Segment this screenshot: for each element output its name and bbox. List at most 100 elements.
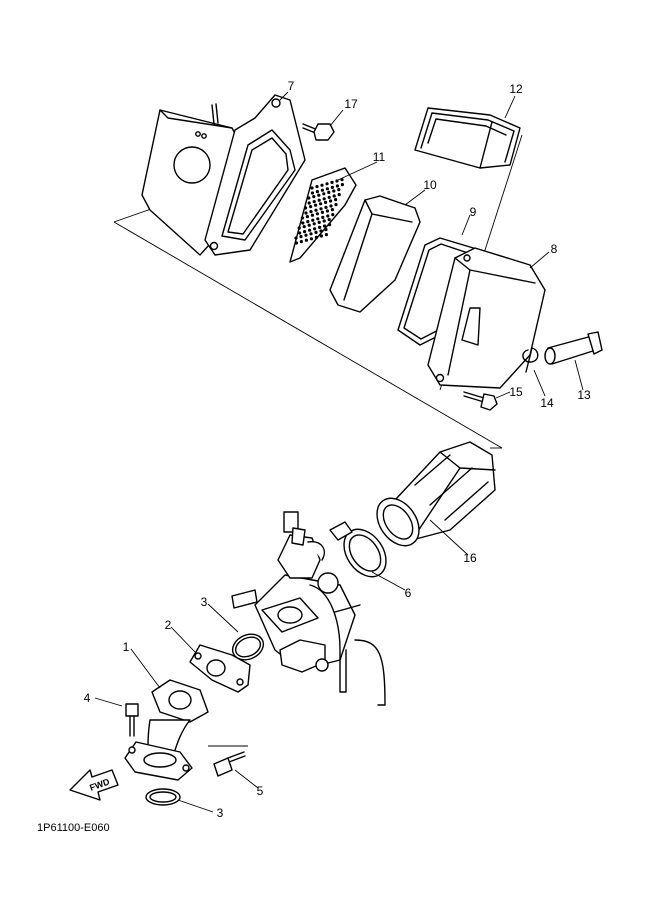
gasket-part-7 [204, 94, 306, 256]
mesh-dot [313, 227, 317, 231]
mesh-dot [324, 200, 328, 204]
mesh-dot [322, 219, 326, 223]
mesh-dot [309, 205, 313, 209]
mesh-dot [329, 199, 333, 203]
mesh-dot [318, 225, 322, 229]
mesh-dot [314, 230, 318, 234]
mesh-dot [312, 222, 316, 226]
mesh-dot [332, 189, 336, 193]
mesh-dot [304, 211, 308, 215]
mesh-dot [337, 193, 341, 197]
mesh-dot [298, 231, 302, 235]
mesh-dot [309, 210, 313, 214]
callout-15: 15 [509, 385, 523, 399]
sponge-part-12 [414, 107, 521, 169]
mesh-dot [324, 205, 328, 209]
callout-14: 14 [540, 396, 554, 410]
mesh-dot [328, 223, 332, 227]
mesh-dot [310, 213, 314, 217]
screen-mesh-part-11 [289, 167, 357, 263]
callout-12: 12 [509, 82, 523, 96]
mesh-dot [304, 233, 308, 237]
mesh-dot [309, 237, 313, 241]
mesh-dot [340, 183, 344, 187]
callout-17: 17 [344, 97, 358, 111]
o-ring-part-3-lower [145, 788, 181, 806]
mesh-dot [310, 186, 314, 190]
bolt-part-4 [125, 703, 139, 737]
mesh-dot [310, 191, 314, 195]
mesh-dot [312, 195, 316, 199]
mesh-dot [325, 182, 329, 186]
joint-part-16 [376, 441, 496, 547]
mesh-dot [307, 201, 311, 205]
o-ring-part-3-upper [231, 633, 265, 661]
mesh-dot [334, 198, 338, 202]
mesh-dot [314, 235, 318, 239]
cover-part-8 [427, 247, 546, 389]
mesh-dot [319, 202, 323, 206]
mesh-dot [297, 226, 301, 230]
mesh-dot [319, 207, 323, 211]
callout-8: 8 [551, 242, 558, 256]
mesh-dot [314, 203, 318, 207]
mesh-dot [329, 204, 333, 208]
callouts: 1 2 3 3 4 5 6 7 8 9 10 11 12 13 14 15 16… [84, 79, 591, 820]
mesh-dot [301, 221, 305, 225]
mesh-dot [319, 234, 323, 238]
mesh-dot [327, 190, 331, 194]
callout-13: 13 [577, 388, 591, 402]
mesh-dot [320, 188, 324, 192]
mesh-dot [332, 194, 336, 198]
clamp-part-6 [329, 521, 387, 578]
mesh-dot [335, 184, 339, 188]
mesh-dot [324, 228, 328, 232]
mesh-dot [315, 185, 319, 189]
mesh-dot [315, 212, 319, 216]
mesh-dot [304, 206, 308, 210]
diagram-code: 1P61100-E060 [37, 822, 110, 834]
callout-10: 10 [423, 178, 437, 192]
mesh-dot [315, 190, 319, 194]
mesh-dot [323, 224, 327, 228]
mesh-dot [305, 215, 309, 219]
mesh-dot [304, 238, 308, 242]
mesh-dot [324, 233, 328, 237]
mesh-dot [325, 209, 329, 213]
bolt-part-17 [302, 123, 335, 141]
insulator-part-2 [189, 644, 251, 693]
mesh-dot [330, 208, 334, 212]
mesh-dot [307, 196, 311, 200]
hose-part-13 [544, 331, 603, 365]
callout-3-lower: 3 [217, 806, 224, 820]
screw-part-15 [463, 391, 498, 411]
mesh-dot [335, 179, 339, 183]
mesh-dot [299, 240, 303, 244]
mesh-dot [294, 236, 298, 240]
mesh-dot [311, 218, 315, 222]
callout-9: 9 [470, 205, 477, 219]
clip-part-14 [522, 347, 539, 373]
mesh-dot [321, 215, 325, 219]
mesh-dot [330, 185, 334, 189]
mesh-dot [309, 232, 313, 236]
filter-element-part-10 [329, 195, 421, 313]
mesh-dot [326, 214, 330, 218]
mesh-dot [302, 225, 306, 229]
mesh-dot [337, 188, 341, 192]
callout-11: 11 [373, 150, 386, 164]
callout-6: 6 [405, 586, 412, 600]
carburetor-part [231, 511, 386, 706]
leader-lines [94, 91, 584, 813]
mesh-dot [316, 217, 320, 221]
callout-1: 1 [123, 640, 130, 654]
mesh-dot [319, 229, 323, 233]
callout-7: 7 [288, 79, 295, 93]
callout-16: 16 [463, 551, 477, 565]
mesh-dot [322, 197, 326, 201]
mesh-dot [320, 183, 324, 187]
fwd-arrow-icon: FWD [69, 769, 119, 801]
mesh-dot [294, 241, 298, 245]
callout-4: 4 [84, 691, 91, 705]
